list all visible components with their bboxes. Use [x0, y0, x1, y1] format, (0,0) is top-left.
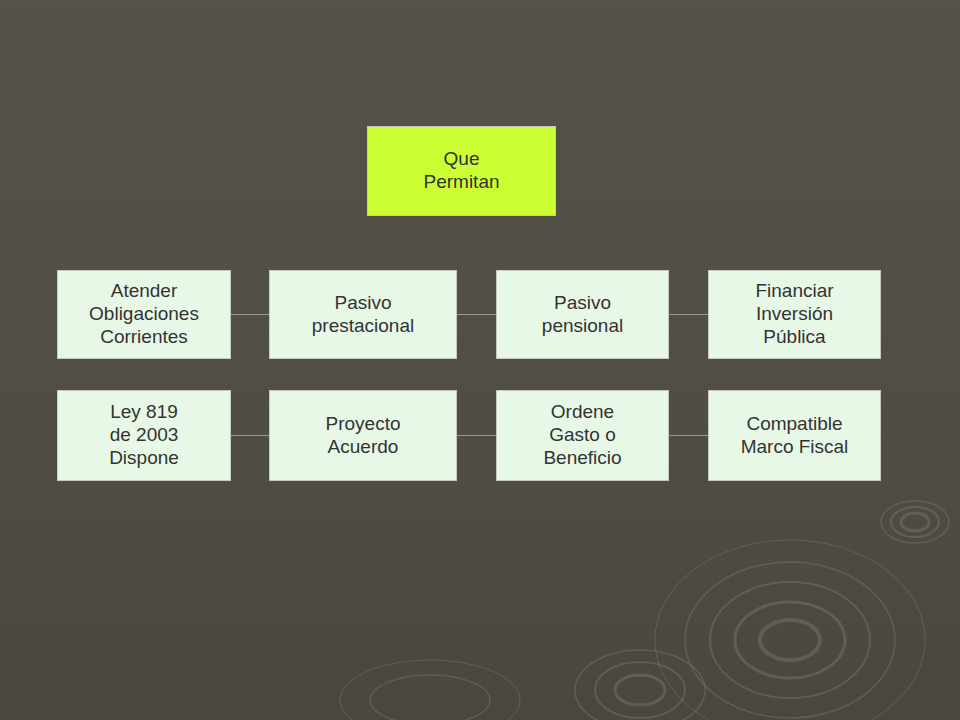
box-label: Financiar Inversión Pública: [745, 280, 845, 348]
header-box: Que Permitan: [367, 126, 556, 216]
connector-line: [231, 435, 269, 436]
process-box: Pasivo pensional: [496, 270, 669, 359]
connector-line: [457, 435, 496, 436]
process-box: Proyecto Acuerdo: [269, 390, 457, 481]
process-box: Pasivo prestacional: [269, 270, 457, 359]
box-label: Pasivo prestacional: [301, 292, 426, 338]
process-box: Compatible Marco Fiscal: [708, 390, 881, 481]
box-label: Atender Obligaciones Corrientes: [82, 280, 207, 348]
connector-line: [669, 314, 708, 315]
box-label: Que Permitan: [407, 148, 517, 194]
process-box: Atender Obligaciones Corrientes: [57, 270, 231, 359]
process-box: Financiar Inversión Pública: [708, 270, 881, 359]
box-label: Proyecto Acuerdo: [313, 413, 413, 459]
process-box: Ley 819 de 2003 Dispone: [57, 390, 231, 481]
connector-line: [669, 435, 708, 436]
box-label: Pasivo pensional: [533, 292, 633, 338]
process-box: Ordene Gasto o Beneficio: [496, 390, 669, 481]
box-label: Compatible Marco Fiscal: [727, 413, 862, 459]
box-label: Ordene Gasto o Beneficio: [533, 401, 633, 469]
connector-line: [457, 314, 496, 315]
box-label: Ley 819 de 2003 Dispone: [104, 401, 184, 469]
connector-line: [231, 314, 269, 315]
